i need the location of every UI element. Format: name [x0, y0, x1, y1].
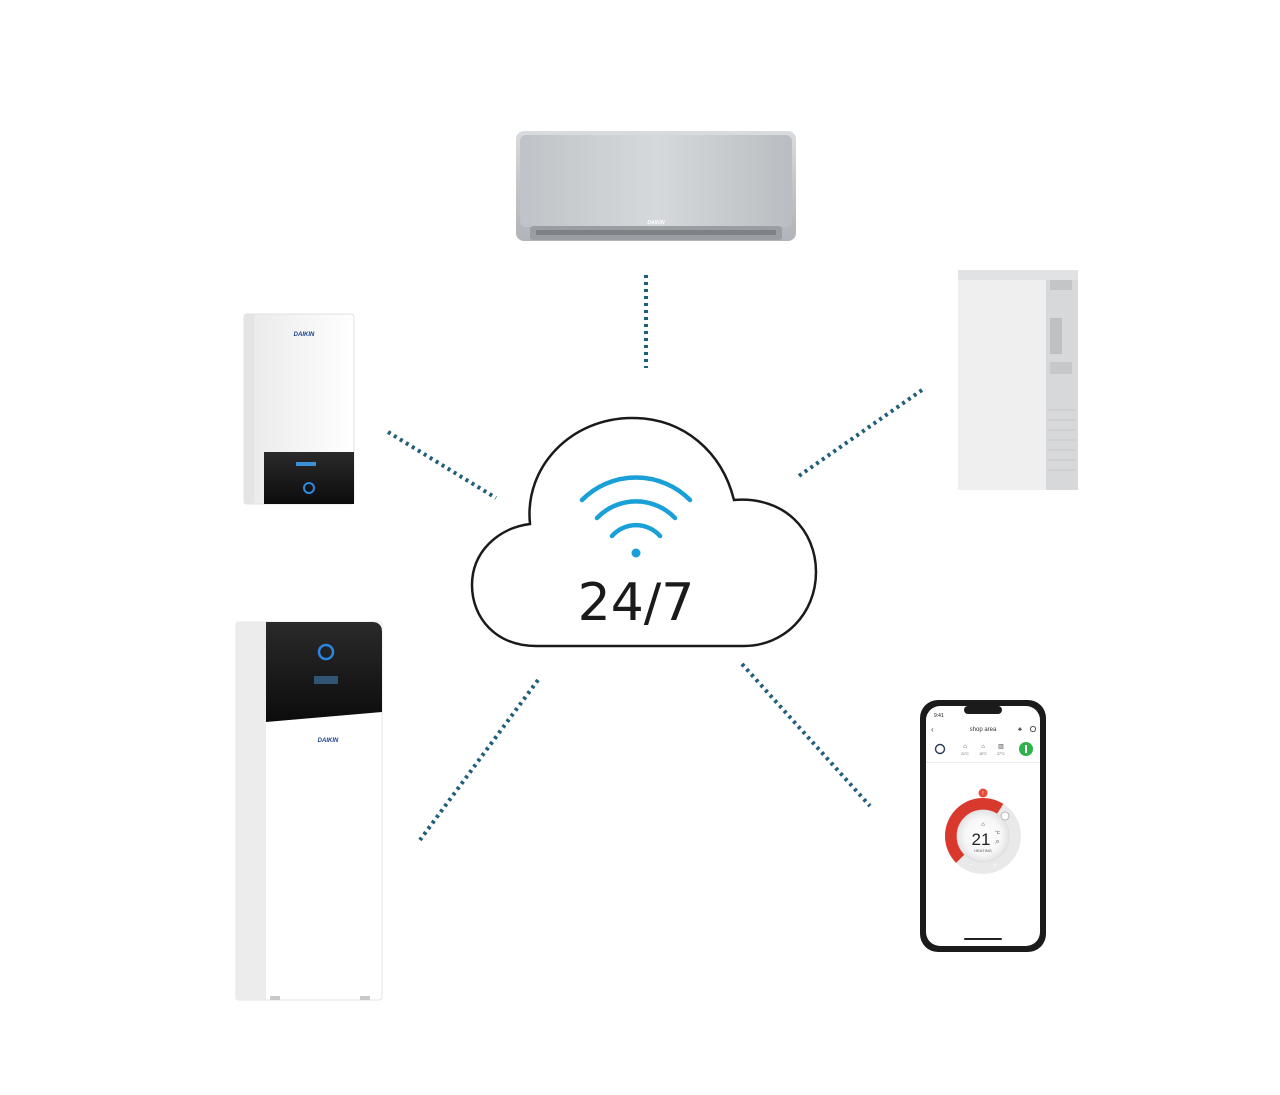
wifi-dot — [631, 548, 641, 558]
cloud: 24/7 — [470, 416, 818, 648]
dial-heat-arc — [944, 797, 1004, 863]
wifi-icon — [579, 475, 693, 539]
cloud-outline — [470, 416, 818, 648]
phone-time: 9:41 — [934, 713, 944, 719]
dial-mode: HEATING — [974, 848, 991, 853]
zone-ring-icon[interactable] — [934, 743, 946, 755]
dial-plus-button[interactable]: + — [993, 862, 997, 869]
wall-heat-pump-icon: DAIKIN — [243, 313, 355, 505]
cloud-label: 24/7 — [578, 573, 695, 633]
zone-temp: 21°C — [961, 752, 969, 756]
phone-notch — [964, 706, 1002, 714]
phone-header-title: shop area — [970, 727, 997, 733]
smartphone-icon: 9:41 ‹ shop area ♣ ⌂ 21°C ⌂ 15°C ▥ 27°C … — [920, 700, 1046, 952]
connector-purifier — [794, 388, 924, 480]
zone-list: ⌂ 21°C ⌂ 15°C ▥ 27°C — [961, 744, 1005, 756]
phone-home-indicator — [964, 938, 1002, 940]
alert-badge[interactable] — [978, 788, 988, 798]
connector-lines — [386, 275, 924, 842]
zone-home-2-icon[interactable]: ⌂ — [981, 744, 985, 750]
floor-unit-brand-logo: DAIKIN — [318, 738, 339, 744]
dial-home-icon: ⌂ — [981, 822, 985, 828]
phone-settings-icon[interactable] — [1029, 725, 1037, 733]
connector-smartphone — [740, 662, 872, 808]
zone-home-1-icon[interactable]: ⌂ — [963, 744, 967, 750]
phone-speaker-icon[interactable]: ♣ — [1018, 727, 1022, 733]
dial-minus-button[interactable]: − — [969, 862, 973, 869]
air-conditioner-icon: DAIKIN — [516, 131, 796, 241]
dial-handle[interactable] — [1000, 811, 1010, 821]
phone-back-icon[interactable]: ‹ — [931, 725, 934, 734]
boiler-brand-logo: DAIKIN — [294, 332, 315, 338]
power-icon — [1025, 745, 1027, 753]
thermostat-dial[interactable]: ⌂ 21 °C ,0 HEATING − + — [944, 797, 1021, 874]
connector-floor-unit — [418, 678, 540, 842]
alert-icon: ! — [982, 791, 983, 797]
ac-brand-logo: DAIKIN — [647, 220, 665, 226]
dial-setpoint: 21 — [972, 830, 991, 849]
zone-building-icon[interactable]: ▥ — [998, 744, 1004, 750]
air-purifier-icon — [958, 270, 1078, 490]
dial-unit: °C — [995, 830, 1001, 835]
zone-temp: 27°C — [997, 752, 1005, 756]
floor-heat-pump-icon: DAIKIN — [235, 621, 383, 1001]
dial-decimal: ,0 — [995, 839, 999, 844]
zone-temp: 15°C — [979, 752, 987, 756]
connector-wall-boiler — [386, 430, 498, 500]
